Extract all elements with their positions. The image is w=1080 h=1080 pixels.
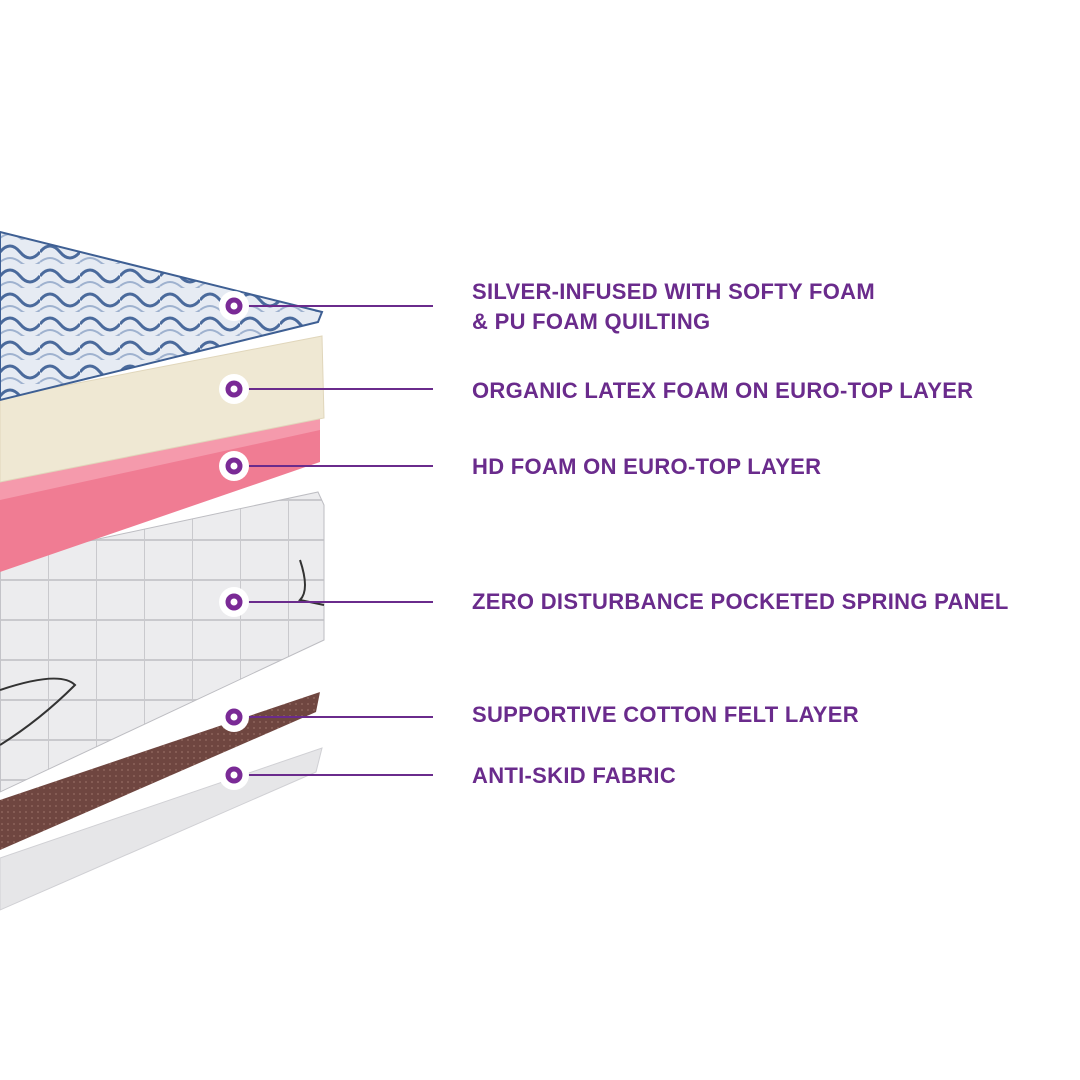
anti-skid-fabric-layer bbox=[0, 747, 323, 911]
label-cotton-felt: SUPPORTIVE COTTON FELT LAYER bbox=[472, 702, 859, 727]
marker-ring-icon bbox=[225, 766, 243, 784]
pocketed-spring-layer bbox=[0, 491, 325, 793]
callout-marker bbox=[219, 702, 433, 732]
latex-foam-layer bbox=[0, 335, 325, 483]
marker-ring-icon bbox=[225, 380, 243, 398]
label-quilting: SILVER-INFUSED WITH SOFTY FOAM & PU FOAM… bbox=[472, 277, 875, 337]
label-line: SILVER-INFUSED WITH SOFTY FOAM bbox=[472, 279, 875, 304]
callout-marker bbox=[219, 374, 433, 404]
marker-background bbox=[219, 702, 249, 732]
callout-marker bbox=[219, 291, 433, 321]
marker-background bbox=[219, 760, 249, 790]
callout-marker bbox=[219, 451, 433, 481]
callout-marker bbox=[219, 760, 433, 790]
marker-ring-icon bbox=[225, 457, 243, 475]
marker-ring-icon bbox=[225, 593, 243, 611]
label-spring-panel: ZERO DISTURBANCE POCKETED SPRING PANEL bbox=[472, 589, 1009, 614]
marker-background bbox=[219, 451, 249, 481]
marker-background bbox=[219, 587, 249, 617]
marker-background bbox=[219, 374, 249, 404]
label-anti-skid: ANTI-SKID FABRIC bbox=[472, 763, 677, 788]
label-latex: ORGANIC LATEX FOAM ON EURO-TOP LAYER bbox=[472, 378, 974, 403]
quilted-top-layer bbox=[0, 230, 324, 402]
marker-background bbox=[219, 291, 249, 321]
label-hd-foam: HD FOAM ON EURO-TOP LAYER bbox=[472, 454, 822, 479]
marker-ring-icon bbox=[225, 708, 243, 726]
cotton-felt-layer bbox=[0, 692, 320, 850]
callout-marker bbox=[219, 587, 433, 617]
marker-ring-icon bbox=[225, 297, 243, 315]
label-line: & PU FOAM QUILTING bbox=[472, 309, 711, 334]
